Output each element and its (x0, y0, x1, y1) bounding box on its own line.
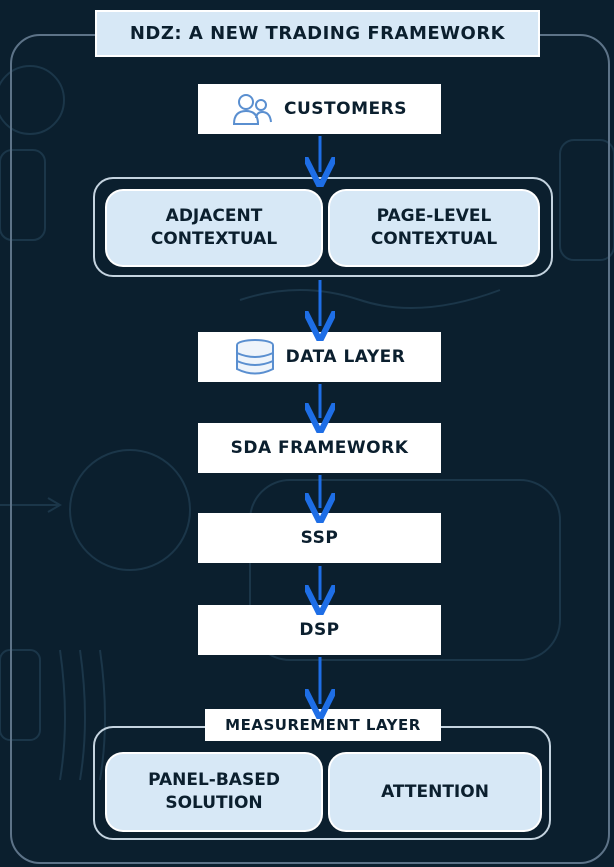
adjacent-contextual-box: ADJACENT CONTEXTUAL (107, 191, 321, 265)
users-icon (232, 92, 274, 126)
diagram-title: NDZ: A NEW TRADING FRAMEWORK (95, 10, 540, 57)
customers-node: CUSTOMERS (198, 84, 441, 134)
data-layer-label: DATA LAYER (285, 347, 406, 367)
panel-based-solution-box: PANEL-BASED SOLUTION (107, 754, 321, 830)
page-level-contextual-box: PAGE-LEVEL CONTEXTUAL (330, 191, 538, 265)
customers-label: CUSTOMERS (284, 99, 407, 119)
database-icon (234, 338, 276, 376)
attention-box: ATTENTION (330, 754, 540, 830)
